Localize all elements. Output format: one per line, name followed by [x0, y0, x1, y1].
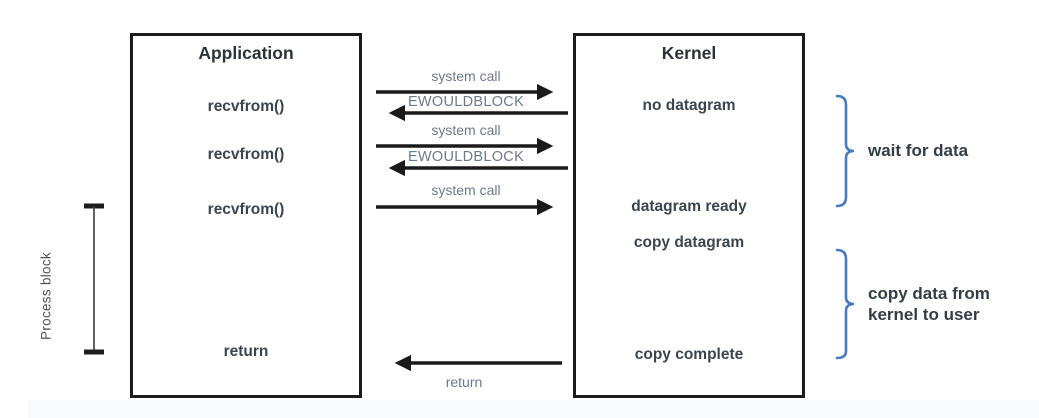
kernel-no-datagram: no datagram	[642, 97, 736, 114]
application-box: Application recvfrom() recvfrom() recvfr…	[130, 33, 362, 398]
recvfrom-call-2: recvfrom()	[207, 146, 285, 163]
kernel-datagram-ready: datagram ready	[631, 198, 747, 215]
copy-data-brace	[835, 248, 855, 360]
recvfrom-call-3: recvfrom()	[207, 201, 285, 218]
wait-for-data-label: wait for data	[868, 141, 969, 160]
recvfrom-call-1: recvfrom()	[207, 98, 285, 115]
kernel-copy-datagram: copy datagram	[633, 234, 745, 251]
system-call-label-2: system call	[431, 122, 501, 138]
copy-data-label: copy data from kernel to user	[868, 284, 990, 324]
process-block-bracket	[84, 203, 104, 355]
bottom-gray-strip	[28, 400, 1039, 418]
kernel-box: Kernel no datagram datagram ready copy d…	[573, 33, 805, 398]
application-title: Application	[198, 43, 294, 63]
system-call-label-1: system call	[431, 68, 501, 84]
kernel-title: Kernel	[661, 43, 717, 63]
return-arrow-label: return	[445, 374, 483, 390]
application-return-label: return	[223, 343, 269, 360]
kernel-copy-complete: copy complete	[634, 346, 744, 363]
process-block-label: Process block	[38, 252, 54, 340]
wait-for-data-brace	[835, 94, 855, 208]
ewouldblock-label-1: EWOULDBLOCK	[407, 94, 525, 110]
system-call-label-3: system call	[431, 182, 501, 198]
ewouldblock-label-2: EWOULDBLOCK	[407, 149, 525, 165]
